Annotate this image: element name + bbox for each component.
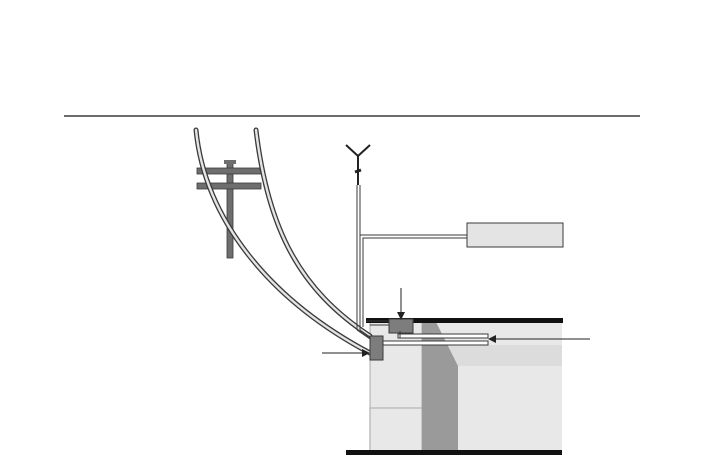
arrow-conduit xyxy=(488,335,590,343)
building-wall-shade xyxy=(422,322,458,452)
pole-crossarm-lower xyxy=(196,182,262,190)
pole-cap xyxy=(224,160,236,164)
building xyxy=(346,318,563,455)
pointer-arrows xyxy=(322,288,590,357)
wall-box xyxy=(369,335,384,361)
pole-shaft xyxy=(226,161,234,259)
service-cable-2 xyxy=(253,127,373,339)
antenna-lead-in xyxy=(356,185,467,330)
foundation xyxy=(369,407,423,453)
utility-pole xyxy=(196,160,262,259)
labeled-box xyxy=(466,222,564,248)
junction-box xyxy=(388,318,414,334)
ground-bar xyxy=(346,450,562,455)
arrow-junction-box xyxy=(397,288,405,320)
floor-bar xyxy=(366,318,563,323)
arrow-wall-box xyxy=(322,349,370,357)
antenna xyxy=(345,144,371,185)
overhead-service-cables xyxy=(193,127,373,356)
building-interior xyxy=(458,366,562,452)
building-slab-shade xyxy=(420,345,562,366)
